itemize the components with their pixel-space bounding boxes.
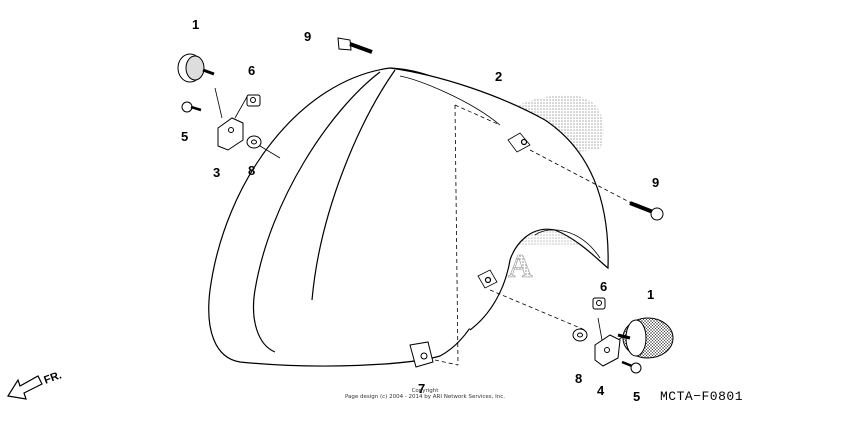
callout-5-screw: 5 — [181, 129, 189, 144]
screw-part-5-bottom — [621, 360, 642, 374]
callout-6-nut-bottom: 6 — [600, 279, 608, 294]
reflector-part-1 — [617, 317, 674, 359]
bracket-part-3 — [217, 117, 244, 151]
callout-5-screw-bottom: 5 — [633, 389, 641, 404]
callout-3-bracket: 3 — [213, 165, 221, 180]
collar-part-8-bottom — [572, 328, 588, 342]
callout-6-nut: 6 — [248, 63, 256, 78]
nut-part-6-bottom — [592, 297, 606, 310]
collar-part-8 — [246, 135, 262, 149]
bolt-part-9-top — [337, 37, 373, 54]
nut-part-6 — [246, 94, 261, 107]
copyright-notice: Copyright Page design (c) 2004 - 2014 by… — [295, 388, 555, 400]
screw-part-5 — [181, 101, 202, 113]
front-direction-arrow — [7, 375, 43, 400]
front-fender — [208, 67, 609, 367]
callout-8-collar: 8 — [248, 163, 256, 178]
copyright-line-2: Page design (c) 2004 - 2014 by ARI Netwo… — [344, 394, 506, 400]
callout-2-fender: 2 — [495, 69, 503, 84]
callout-1-reflector: 1 — [647, 287, 655, 302]
bracket-part-4 — [594, 334, 621, 367]
copyright-line-1: Copyright — [411, 388, 439, 394]
leader-lines — [434, 104, 636, 366]
callout-9-bolt-right: 9 — [652, 175, 660, 190]
callout-1-grommet: 1 — [192, 17, 200, 32]
callout-4-bracket: 4 — [597, 383, 605, 398]
callout-9-bolt-top: 9 — [304, 29, 312, 44]
callout-8-collar-bottom: 8 — [575, 371, 583, 386]
clip-nut-part-7 — [409, 341, 434, 368]
bolt-part-9-right — [629, 201, 664, 221]
callout-7-clip-nut: 7 — [418, 381, 426, 396]
grommet-part-1 — [177, 53, 215, 83]
diagram-code: MCTA−F0801 — [660, 389, 744, 404]
